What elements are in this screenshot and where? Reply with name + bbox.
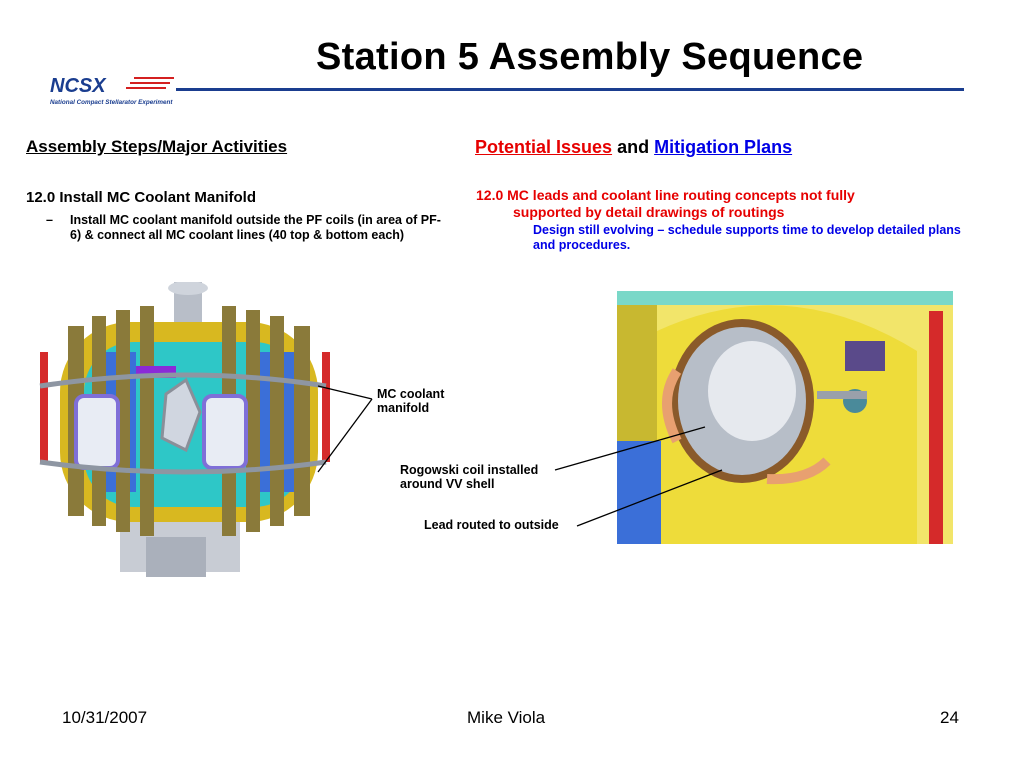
- issue-12: 12.0 MC leads and coolant line routing c…: [476, 187, 956, 221]
- lead-routed-callout: Lead routed to outside: [424, 518, 559, 532]
- mitigation-plans-label: Mitigation Plans: [654, 137, 793, 157]
- slide-title: Station 5 Assembly Sequence: [316, 36, 864, 78]
- heading-and: and: [612, 137, 655, 157]
- footer-author: Mike Viola: [467, 708, 546, 727]
- potential-issues-label: Potential Issues: [475, 137, 613, 157]
- header-rule: [176, 88, 964, 91]
- rogowski-coil-callout: Rogowski coil installed around VV shell: [400, 463, 539, 491]
- mitigation-12: Design still evolving – schedule support…: [533, 223, 961, 252]
- vacuum-vessel-port-image: [617, 291, 953, 544]
- footer-date: 10/31/2007: [62, 708, 148, 727]
- svg-text:NCSX: NCSX: [50, 75, 107, 97]
- bullet-text: Install MC coolant manifold outside the …: [70, 213, 441, 242]
- step-12-title: 12.0 Install MC Coolant Manifold: [26, 189, 257, 206]
- bullet-dash: –: [46, 213, 53, 227]
- issues-mitigation-heading: Potential Issues and Mitigation Plans: [475, 137, 792, 158]
- ncsx-logo: NCSX National Compact Stellarator Experi…: [48, 74, 178, 108]
- issue-12-line2: supported by detail drawings of routings: [513, 204, 785, 220]
- svg-text:National Compact Stellarator E: National Compact Stellarator Experiment: [50, 99, 173, 106]
- assembly-steps-heading: Assembly Steps/Major Activities: [26, 137, 288, 156]
- step-12-bullet: – Install MC coolant manifold outside th…: [46, 213, 446, 243]
- footer-page-number: 24: [940, 708, 959, 727]
- stellarator-assembly-image: [36, 281, 336, 578]
- issue-12-line1: 12.0 MC leads and coolant line routing c…: [476, 187, 855, 203]
- mc-coolant-manifold-callout: MC coolant manifold: [377, 387, 445, 415]
